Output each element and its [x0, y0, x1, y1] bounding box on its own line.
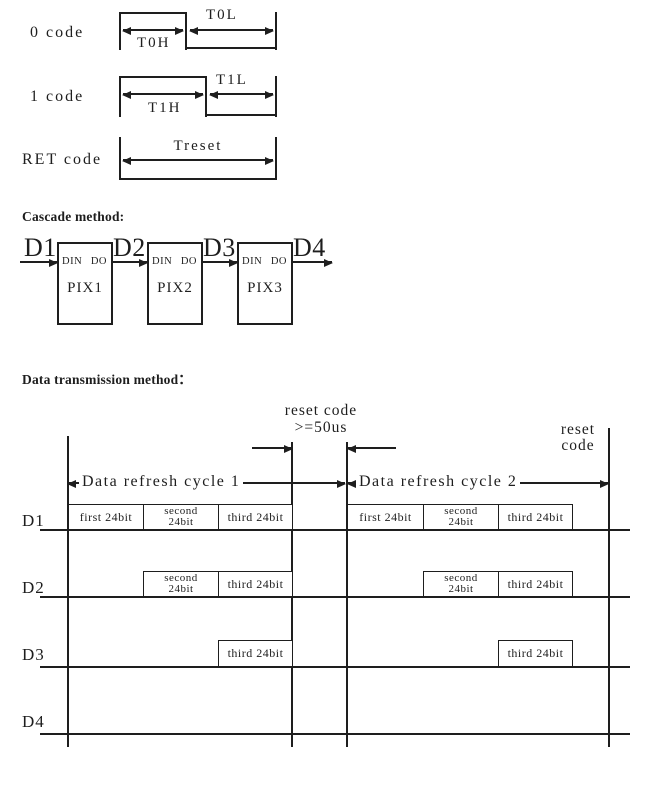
segment-label: second	[444, 572, 478, 584]
reset-gap-right-line	[346, 442, 348, 747]
d1-cycle2-second-24bit-segment: second 24bit	[423, 504, 499, 530]
channel-baseline-d1	[40, 529, 630, 531]
segment-label: third 24bit	[507, 509, 564, 524]
cycle2-label: Data refresh cycle 2	[356, 473, 521, 491]
segment-label: 24bit	[448, 516, 474, 528]
cycle2-end-boundary-line	[608, 428, 610, 747]
d1-cycle1-second-24bit-segment: second 24bit	[143, 504, 219, 530]
treset-span-arrow	[122, 157, 274, 165]
t1h-span-arrow	[122, 91, 204, 99]
one-code-fall-edge-line	[205, 76, 207, 117]
segment-label: 24bit	[168, 516, 194, 528]
reset-code-right-line1: reset	[560, 421, 596, 438]
pix1-name: PIX1	[67, 280, 103, 296]
reset-gap-right-arrow-icon	[347, 445, 396, 453]
d1-cycle2-third-24bit-segment: third 24bit	[498, 504, 573, 530]
segment-label: second	[444, 505, 478, 517]
d1-cycle1-first-24bit-segment: first 24bit	[68, 504, 144, 530]
zero-code-left-edge-line	[119, 12, 121, 50]
t0h-label: T0H	[137, 35, 171, 51]
ret-code-right-edge-line	[275, 137, 277, 180]
reset-gap-left-arrow-icon	[252, 445, 293, 453]
segment-label: third 24bit	[227, 576, 284, 591]
signal-label-d3: D3	[203, 233, 236, 262]
pix2-name: PIX2	[157, 280, 193, 296]
pix3-din-label: DIN	[242, 256, 263, 267]
t1l-label: T1L	[216, 72, 248, 88]
cascade-arrow-d3-icon	[202, 259, 238, 267]
zero-code-right-edge-line	[275, 12, 277, 50]
channel-label-d2: D2	[22, 578, 45, 597]
pix3-do-label: DO	[270, 256, 287, 267]
cascade-arrow-d1-icon	[20, 259, 58, 267]
segment-label: 24bit	[168, 583, 194, 595]
channel-label-d1: D1	[22, 511, 45, 530]
channel-label-d4: D4	[22, 712, 45, 731]
reset-code-right-label: reset code	[548, 422, 608, 454]
pix1-do-label: DO	[90, 256, 107, 267]
one-code-label: 1 code	[30, 88, 85, 105]
t0h-span-arrow	[122, 27, 184, 35]
zero-code-label: 0 code	[30, 24, 85, 41]
segment-label: third 24bit	[507, 576, 564, 591]
d2-cycle2-second-24bit-segment: second 24bit	[423, 571, 499, 597]
pix2-din-label: DIN	[152, 256, 173, 267]
one-code-left-edge-line	[119, 76, 121, 117]
cascade-arrow-d4-icon	[292, 259, 333, 267]
reset-code-right-line2: code	[561, 437, 595, 454]
segment-label: second	[164, 572, 198, 584]
cascade-arrow-d2-icon	[112, 259, 148, 267]
d1-cycle2-first-24bit-segment: first 24bit	[347, 504, 424, 530]
cascade-heading: Cascade method:	[22, 209, 125, 224]
treset-label: Treset	[173, 138, 223, 154]
t0l-label: T0L	[206, 7, 238, 23]
t0l-span-arrow	[189, 27, 274, 35]
pix3-box: DIN DO PIX3	[237, 242, 293, 325]
ret-code-low-line	[119, 178, 277, 180]
d3-cycle2-third-24bit-segment: third 24bit	[498, 640, 573, 667]
zero-code-low-line	[185, 47, 277, 49]
signal-label-d1: D1	[24, 233, 57, 262]
reset-code-top-label: reset code >=50us	[262, 402, 380, 436]
pix1-box: DIN DO PIX1	[57, 242, 113, 325]
channel-baseline-d2	[40, 596, 630, 598]
segment-label: 24bit	[448, 583, 474, 595]
t1l-span-arrow	[209, 91, 274, 99]
one-code-low-line	[205, 114, 277, 116]
segment-label: first 24bit	[79, 509, 133, 524]
pix1-din-label: DIN	[62, 256, 83, 267]
ret-code-label: RET code	[22, 151, 103, 168]
channel-baseline-d4	[40, 733, 630, 735]
segment-label: first 24bit	[359, 509, 412, 524]
signal-label-d2: D2	[113, 233, 146, 262]
segment-label: third 24bit	[227, 646, 284, 660]
d3-cycle1-third-24bit-segment: third 24bit	[218, 640, 293, 667]
channel-label-d3: D3	[22, 645, 45, 664]
segment-label: third 24bit	[227, 509, 284, 524]
pix3-name: PIX3	[247, 280, 283, 296]
d2-cycle1-third-24bit-segment: third 24bit	[218, 571, 293, 597]
one-code-right-edge-line	[275, 76, 277, 117]
d2-cycle1-second-24bit-segment: second 24bit	[143, 571, 219, 597]
transmission-heading: Data transmission method：	[22, 372, 193, 387]
one-code-high-line	[119, 76, 207, 78]
reset-code-top-line2: >=50us	[294, 419, 348, 436]
pix2-do-label: DO	[180, 256, 197, 267]
ret-code-left-edge-line	[119, 137, 121, 180]
cycle1-start-boundary-line	[67, 436, 69, 747]
zero-code-high-line	[119, 12, 187, 14]
zero-code-fall-edge-line	[185, 12, 187, 50]
segment-label: second	[164, 505, 198, 517]
d2-cycle2-third-24bit-segment: third 24bit	[498, 571, 573, 597]
channel-baseline-d3	[40, 666, 630, 668]
t1h-label: T1H	[148, 100, 182, 116]
segment-label: third 24bit	[507, 646, 564, 660]
d1-cycle1-third-24bit-segment: third 24bit	[218, 504, 293, 530]
pix2-box: DIN DO PIX2	[147, 242, 203, 325]
reset-code-top-line1: reset code	[284, 402, 358, 419]
signal-label-d4: D4	[293, 233, 326, 262]
cycle1-label: Data refresh cycle 1	[79, 473, 244, 491]
